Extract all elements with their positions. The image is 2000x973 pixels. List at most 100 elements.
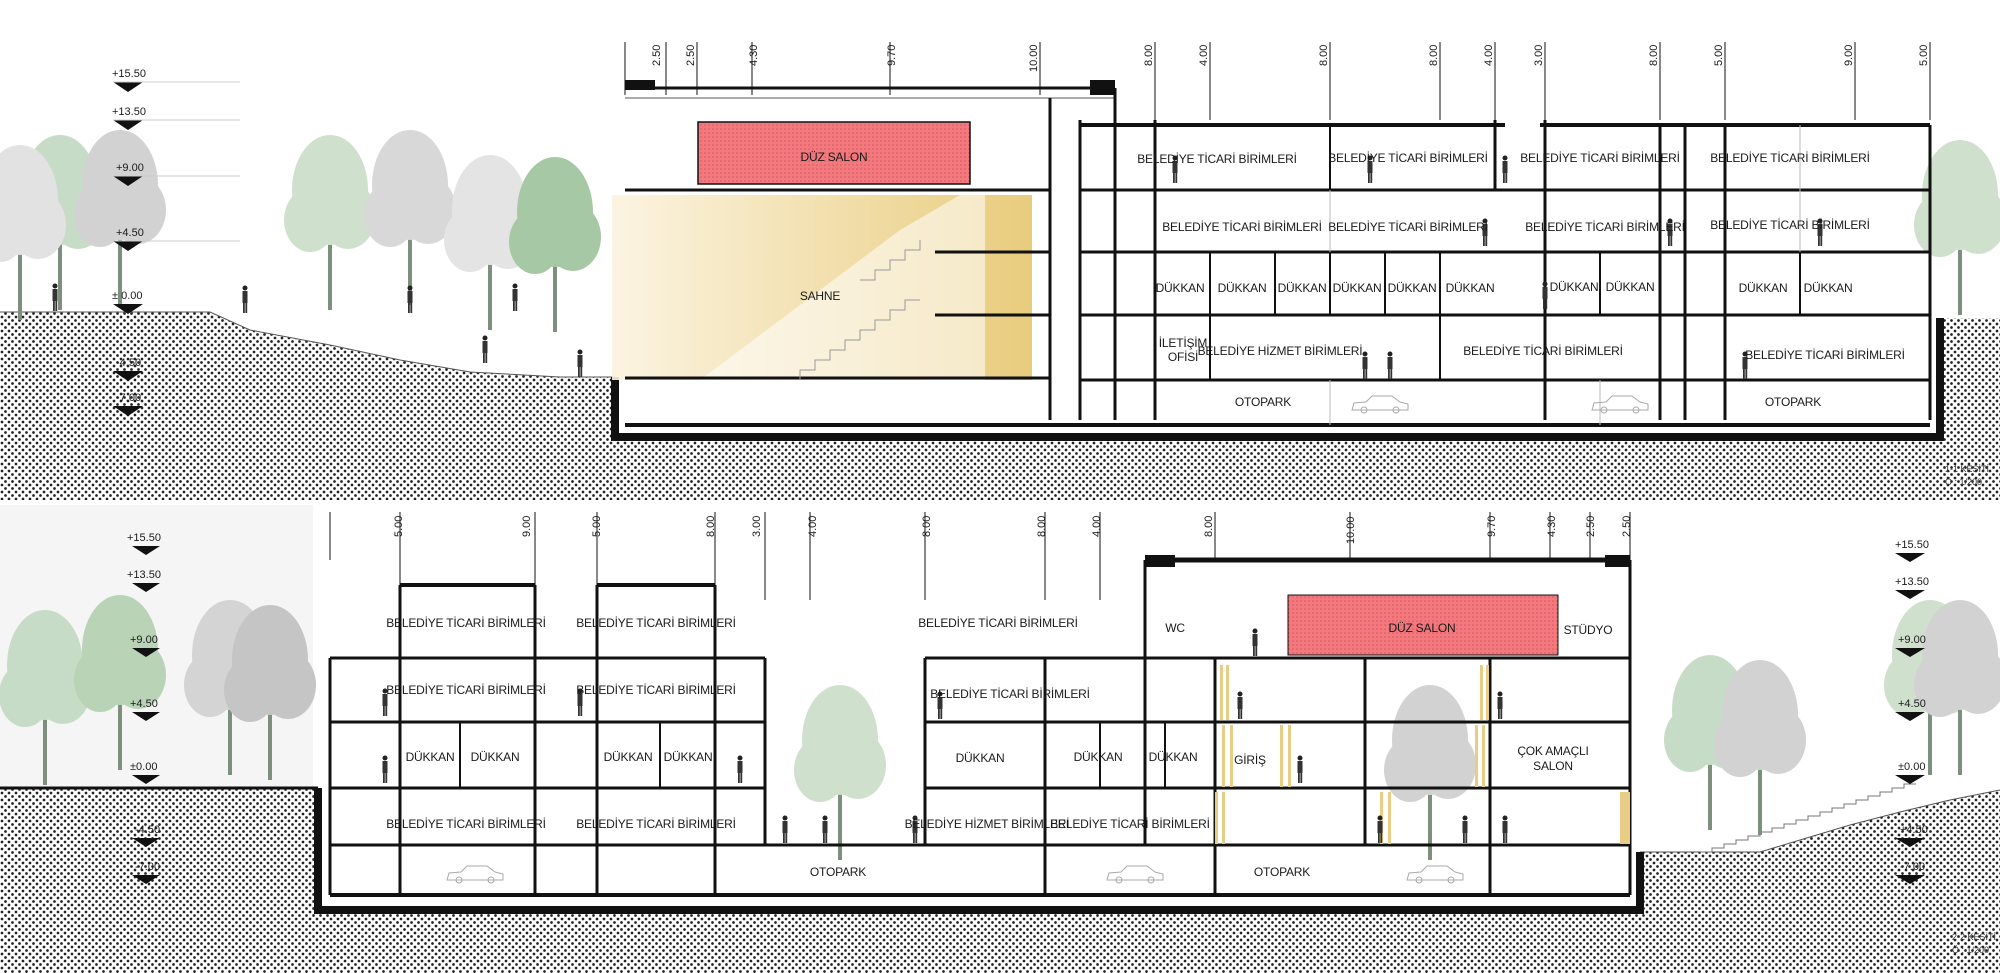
level-markers-2-right: +15.50 +13.50 +9.00 +4.50 ±0.00 +4.50 -7… xyxy=(1895,539,1929,884)
duz-salon-fill-1 xyxy=(697,121,971,185)
room-dukkan: DÜKKAN xyxy=(1606,280,1655,294)
section-1-1: +15.50 +13.50 +9.00 +4.50 ± 0.00 -4.50 -… xyxy=(0,39,2000,500)
room-btb: BELEDİYE TİCARİ BİRİMLERİ xyxy=(1328,151,1488,165)
room-iletisim: İLETİŞİM xyxy=(1159,336,1208,350)
room-otopark: OTOPARK xyxy=(1235,395,1291,409)
room-dukkan: DÜKKAN xyxy=(1149,750,1198,764)
level-label: -7.00 xyxy=(1900,861,1925,873)
ground-earth-2 xyxy=(0,788,2000,973)
room-btb: BELEDİYE TİCARİ BİRİMLERİ xyxy=(1328,220,1488,234)
level-label: +4.50 xyxy=(130,698,158,710)
dim-label: 8.00 xyxy=(1203,516,1215,537)
dim-label: 9.00 xyxy=(521,516,533,537)
room-bhb: BELEDİYE HİZMET BİRİMLERİ xyxy=(905,817,1070,831)
room-btb: BELEDİYE TİCARİ BİRİMLERİ xyxy=(918,616,1078,630)
dim-label: 2.50 xyxy=(651,45,663,66)
level-label: -4.50 xyxy=(116,357,141,369)
dim-label: 8.00 xyxy=(705,516,717,537)
room-dukkan: DÜKKAN xyxy=(471,750,520,764)
dim-label: 9.00 xyxy=(1843,45,1855,66)
dim-label: 2.50 xyxy=(1585,516,1597,537)
dim-label: 5.00 xyxy=(591,516,603,537)
level-label: +9.00 xyxy=(130,634,158,646)
room-btb: BELEDİYE TİCARİ BİRİMLERİ xyxy=(930,687,1090,701)
level-label: +13.50 xyxy=(112,106,146,118)
room-btb: BELEDİYE TİCARİ BİRİMLERİ xyxy=(1463,344,1623,358)
room-dukkan: DÜKKAN xyxy=(604,750,653,764)
section-2-2: +15.50 +13.50 +9.00 +4.50 ±0.00 -4.50 -7… xyxy=(0,505,2000,973)
room-labels-1: DÜZ SALON SAHNE BELEDİYE TİCARİ BİRİMLER… xyxy=(800,150,1905,409)
dim-label: 10.00 xyxy=(1028,44,1040,72)
room-duz-salon: DÜZ SALON xyxy=(1389,621,1456,635)
room-studyo: STÜDYO xyxy=(1564,623,1613,637)
room-labels-2: BELEDİYE TİCARİ BİRİMLERİ BELEDİYE TİCAR… xyxy=(386,616,1612,879)
level-label: +9.00 xyxy=(1898,634,1926,646)
level-label: ±0.00 xyxy=(1898,761,1925,773)
building-2 xyxy=(314,555,1644,914)
dim-label: 4.00 xyxy=(1198,45,1210,66)
dim-label: 5.00 xyxy=(1713,45,1725,66)
room-bhb: BELEDİYE HİZMET BİRİMLERİ xyxy=(1198,344,1363,358)
level-label: -7.00 xyxy=(135,861,160,873)
dim-label: 8.00 xyxy=(1428,45,1440,66)
room-dukkan: DÜKKAN xyxy=(1388,281,1437,295)
level-label: -4.50 xyxy=(135,824,160,836)
section-title-1: 1-1 KESİTİ xyxy=(1945,464,1989,474)
ground-earth-1 xyxy=(0,312,2000,500)
room-btb: BELEDİYE TİCARİ BİRİMLERİ xyxy=(386,683,546,697)
level-label: +4.50 xyxy=(1900,824,1928,836)
room-ofisi: OFİSİ xyxy=(1168,350,1198,364)
room-salon: SALON xyxy=(1533,759,1573,773)
room-otopark: OTOPARK xyxy=(1765,395,1821,409)
level-label: +4.50 xyxy=(116,227,144,239)
room-dukkan: DÜKKAN xyxy=(1074,750,1123,764)
level-label: -7.00 xyxy=(116,392,141,404)
level-label: +9.00 xyxy=(116,162,144,174)
dimension-line-2: 5.00 9.00 5.00 8.00 3.00 4.00 8.00 8.00 … xyxy=(329,512,1633,600)
section-scale-2: Ö : 1/200 xyxy=(1952,945,1989,955)
building-1 xyxy=(611,80,1944,441)
room-otopark: OTOPARK xyxy=(810,865,866,879)
room-giris: GİRİŞ xyxy=(1234,753,1266,767)
dim-label: 2.50 xyxy=(685,45,697,66)
room-btb: BELEDİYE TİCARİ BİRİMLERİ xyxy=(576,616,736,630)
room-btb: BELEDİYE TİCARİ BİRİMLERİ xyxy=(576,817,736,831)
level-label: +4.50 xyxy=(1898,698,1926,710)
room-btb: BELEDİYE TİCARİ BİRİMLERİ xyxy=(1745,348,1905,362)
room-btb: BELEDİYE TİCARİ BİRİMLERİ xyxy=(1710,218,1870,232)
dim-label: 8.00 xyxy=(1036,516,1048,537)
dim-label: 3.00 xyxy=(751,516,763,537)
room-dukkan: DÜKKAN xyxy=(1739,281,1788,295)
dim-label: 5.00 xyxy=(393,516,405,537)
room-cok-amacli: ÇOK AMAÇLI xyxy=(1517,744,1588,758)
dim-label: 3.00 xyxy=(1533,45,1545,66)
room-otopark: OTOPARK xyxy=(1254,865,1310,879)
room-btb: BELEDİYE TİCARİ BİRİMLERİ xyxy=(386,817,546,831)
dim-label: 4.00 xyxy=(807,516,819,537)
room-wc: WC xyxy=(1165,621,1185,635)
room-dukkan: DÜKKAN xyxy=(1156,281,1205,295)
room-btb: BELEDİYE TİCARİ BİRİMLERİ xyxy=(1162,220,1322,234)
room-dukkan: DÜKKAN xyxy=(406,750,455,764)
room-btb: BELEDİYE TİCARİ BİRİMLERİ xyxy=(1050,817,1210,831)
dim-label: 4.00 xyxy=(1483,45,1495,66)
room-dukkan: DÜKKAN xyxy=(1446,281,1495,295)
dim-label: 4.00 xyxy=(1091,516,1103,537)
room-btb: BELEDİYE TİCARİ BİRİMLERİ xyxy=(1137,152,1297,166)
level-label: ± 0.00 xyxy=(112,290,143,302)
duz-salon-fill-2 xyxy=(1287,594,1559,656)
level-label: +13.50 xyxy=(1895,576,1929,588)
room-btb: BELEDİYE TİCARİ BİRİMLERİ xyxy=(1525,220,1685,234)
dimension-line-1: 2.50 2.50 4.30 9.70 10.00 8.00 4.00 8.00… xyxy=(624,39,1960,120)
dim-label: 8.00 xyxy=(1143,45,1155,66)
dim-label: 4.30 xyxy=(748,45,760,66)
dim-label: 8.00 xyxy=(921,516,933,537)
section-scale-1: Ö : 1/200 xyxy=(1945,477,1982,487)
room-duz-salon: DÜZ SALON xyxy=(801,150,868,164)
level-label: ±0.00 xyxy=(130,761,157,773)
room-dukkan: DÜKKAN xyxy=(1333,281,1382,295)
room-dukkan: DÜKKAN xyxy=(956,751,1005,765)
level-label: +15.50 xyxy=(127,532,161,544)
room-dukkan: DÜKKAN xyxy=(1278,281,1327,295)
